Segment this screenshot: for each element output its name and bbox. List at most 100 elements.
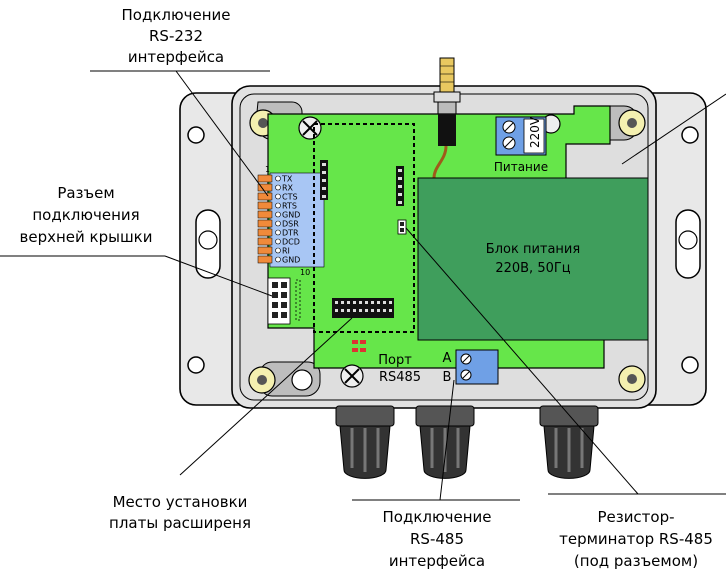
- header-pin: [335, 309, 338, 312]
- callout-terminator-line3: (под разъемом): [574, 552, 698, 570]
- header-pin: [371, 309, 374, 312]
- header-pin: [371, 301, 374, 304]
- cable-gland-1: [335, 405, 395, 479]
- terminal-220v: 220V: [495, 116, 547, 156]
- mounting-slot-right: [675, 209, 701, 279]
- expansion-board-area: [313, 123, 415, 333]
- pin-last-label: 10: [300, 268, 310, 277]
- power-label: Питание: [494, 160, 548, 174]
- power-module-line1: Блок питания: [486, 242, 580, 257]
- callout-rs485-line3: интерфейса: [389, 552, 485, 570]
- header-pin: [347, 309, 350, 312]
- flange-hole: [187, 126, 205, 144]
- header-pin: [365, 309, 368, 312]
- callout-rs232-line2: RS-232: [149, 27, 203, 45]
- expansion-header-vertical: [320, 160, 328, 200]
- rs232-pin-contact: [275, 193, 281, 200]
- rs232-pin-contact: [275, 256, 281, 263]
- header-pin: [389, 301, 392, 304]
- top-cover-connector: [267, 277, 301, 325]
- header-pin: [341, 301, 344, 304]
- smd-components: [352, 340, 366, 352]
- rs232-pin-pad: [257, 246, 273, 255]
- rs232-pin-pad: [257, 183, 273, 192]
- terminal-b-label: B: [443, 370, 452, 385]
- port-label-line1: Порт: [378, 353, 412, 368]
- rs232-pin-label: DSR: [282, 220, 299, 229]
- header-pin: [383, 301, 386, 304]
- callout-expansion-line1: Место установки: [113, 493, 248, 511]
- header-pin: [377, 309, 380, 312]
- pcb-screw-icon: [298, 116, 322, 140]
- rs232-pin-label: GND: [282, 256, 300, 265]
- rs232-pin-label: DCD: [282, 238, 300, 247]
- power-module-line2: 220В, 50Гц: [495, 261, 570, 276]
- port-label-line2: RS485: [379, 370, 421, 385]
- rs232-pin-pad: [257, 192, 273, 201]
- power-supply-module: [417, 177, 649, 341]
- rs232-pin-pad: [257, 174, 273, 183]
- callout-rs485-line1: Подключение: [383, 508, 492, 526]
- rs232-pin-label: RI: [282, 247, 290, 256]
- screw-boss-bottom-left: [248, 361, 321, 397]
- mounting-slot-left: [195, 209, 221, 279]
- antenna-cable-connector: [438, 114, 456, 146]
- flange-hole: [681, 126, 699, 144]
- terminator-jumper: [397, 219, 407, 235]
- header-pin: [353, 301, 356, 304]
- callout-terminator-line1: Резистор-: [597, 508, 674, 526]
- pcb-screw-icon: [340, 364, 364, 388]
- header-pin: [377, 301, 380, 304]
- header-pin: [389, 309, 392, 312]
- rs485-terminal: [455, 349, 499, 385]
- header-pin: [359, 301, 362, 304]
- rs232-pin-label: RTS: [282, 202, 297, 211]
- screw-boss-bottom-right: [618, 365, 646, 393]
- antenna-cable: [432, 145, 448, 179]
- rs232-pin-label: GND: [282, 211, 300, 220]
- rs232-pin-label: RX: [282, 184, 294, 193]
- header-pin: [335, 301, 338, 304]
- callout-rs232-line1: Подключение: [122, 6, 231, 24]
- rs232-pin-label: TX: [281, 175, 293, 184]
- rs232-pin-contact: [275, 247, 281, 254]
- header-pin: [347, 301, 350, 304]
- expansion-header-vertical-right: [396, 166, 404, 206]
- callout-cover-line3: верхней крышки: [20, 228, 153, 246]
- cable-gland-3: [539, 405, 599, 479]
- terminal-a-label: A: [443, 351, 452, 366]
- rs232-pin-pad: [257, 210, 273, 219]
- callout-rs232-line3: интерфейса: [128, 48, 224, 66]
- callout-cover-line2: подключения: [32, 206, 139, 224]
- rs232-pin-pad: [257, 228, 273, 237]
- header-pin: [383, 309, 386, 312]
- callout-rs485-line2: RS-485: [410, 530, 464, 548]
- rs232-pin-contact: [275, 220, 281, 227]
- cable-gland-2: [415, 405, 475, 479]
- rs232-pin-contact: [275, 229, 281, 236]
- callout-expansion-line2: платы расширеня: [109, 514, 251, 532]
- flange-hole: [681, 356, 699, 374]
- rs232-pin-pad: [257, 201, 273, 210]
- header-pin: [365, 301, 368, 304]
- header-pin: [359, 309, 362, 312]
- rs232-pin-pad: [257, 255, 273, 264]
- rs232-pin-contact: [275, 184, 281, 191]
- rs232-pin-contact: [275, 202, 281, 209]
- rs232-pin-contact: [275, 175, 281, 182]
- leader-lines: [0, 70, 726, 501]
- terminal-220v-label: 220V: [528, 116, 542, 148]
- rs232-pin-label: DTR: [282, 229, 299, 238]
- expansion-header-horizontal: [332, 298, 394, 318]
- rs232-pin-label: CTS: [282, 193, 298, 202]
- rs232-pin-contact: [275, 211, 281, 218]
- header-pin: [353, 309, 356, 312]
- pin-first-label: 1: [265, 165, 270, 174]
- callout-cover-line1: Разъем: [57, 184, 114, 202]
- rs232-pin-pad: [257, 237, 273, 246]
- header-pin: [341, 309, 344, 312]
- rs232-pin-contact: [275, 238, 281, 245]
- flange-hole: [187, 356, 205, 374]
